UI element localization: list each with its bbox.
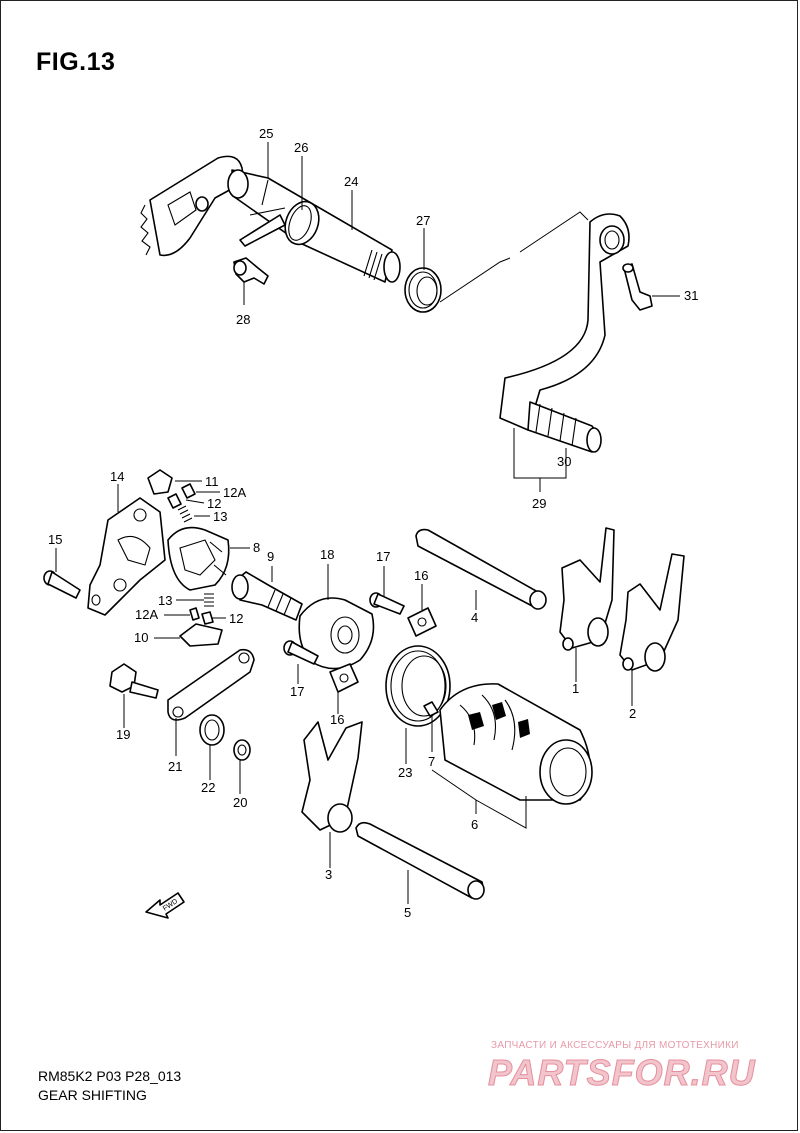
part-12a-pin-lower — [189, 607, 200, 621]
callout-23: 23 — [398, 765, 412, 780]
callout-31: 31 — [684, 288, 698, 303]
part-19-bolt — [109, 663, 159, 699]
part-17-screw-low — [283, 640, 319, 665]
callout-25: 25 — [259, 126, 273, 141]
watermark-caption: ЗАПЧАСТИ И АКСЕССУАРЫ ДЛЯ МОТОТЕХНИКИ — [491, 1040, 739, 1051]
part-8-shift-cam — [167, 526, 230, 591]
part-6-cam-drum — [439, 683, 593, 805]
callout-20: 20 — [233, 795, 247, 810]
callout-29: 29 — [532, 496, 546, 511]
part-30-lever-rubber — [527, 401, 602, 453]
callout-26: 26 — [294, 140, 308, 155]
callout-16-top: 16 — [414, 568, 428, 583]
part-16-washer-low — [329, 663, 359, 693]
callout-12-top: 12 — [207, 496, 221, 511]
callout-6: 6 — [471, 817, 478, 832]
callout-12-low: 12 — [229, 611, 243, 626]
callout-22: 22 — [201, 780, 215, 795]
part-12-pin-lower — [201, 611, 214, 625]
part-7-pin — [423, 701, 439, 717]
leader-lines — [55, 142, 680, 904]
model-code: RM85K2 P03 P28_013 — [38, 1068, 182, 1084]
part-3-shift-fork — [301, 721, 363, 833]
callout-12a-low: 12A — [135, 607, 158, 622]
callout-18: 18 — [320, 547, 334, 562]
part-16-washer-top — [407, 607, 437, 637]
part-28-stopper-bolt — [233, 257, 269, 285]
part-4-fork-shaft — [415, 528, 547, 610]
figure-title: FIG.13 — [36, 48, 116, 76]
part-25-shift-shaft-arm — [140, 155, 245, 257]
callout-14: 14 — [110, 469, 124, 484]
callout-5: 5 — [404, 905, 411, 920]
part-21-shift-arm — [167, 648, 255, 721]
callout-13-top: 13 — [213, 509, 227, 524]
part-11-cam-pawl — [147, 469, 173, 495]
callout-15: 15 — [48, 532, 62, 547]
part-20-washer — [233, 739, 251, 761]
callout-12a-top: 12A — [223, 485, 246, 500]
part-5-fork-shaft — [355, 821, 485, 900]
callout-11: 11 — [205, 474, 219, 489]
part-10-cam-pawl-lower — [179, 623, 223, 647]
part-1-shift-fork — [559, 527, 615, 651]
part-2-shift-fork — [619, 553, 685, 672]
callout-9: 9 — [267, 549, 274, 564]
callout-1: 1 — [572, 681, 579, 696]
part-31-lever-bolt — [622, 263, 653, 311]
callout-7: 7 — [428, 754, 435, 769]
callout-19: 19 — [116, 727, 130, 742]
section-name: GEAR SHIFTING — [38, 1087, 147, 1103]
part-22-circlip — [199, 714, 225, 746]
callout-3: 3 — [325, 867, 332, 882]
callout-4: 4 — [471, 610, 478, 625]
callout-28: 28 — [236, 312, 250, 327]
part-12-pin-upper — [181, 483, 196, 499]
fwd-arrow-icon — [145, 892, 185, 919]
part-13-spring-lower — [204, 593, 214, 607]
part-14-stopper-plate — [87, 497, 166, 616]
callout-10: 10 — [134, 630, 148, 645]
part-15-plate-screw — [43, 570, 81, 599]
watermark-logo: PARTSFOR.RU — [488, 1052, 756, 1094]
callout-17-low: 17 — [290, 684, 304, 699]
callout-2: 2 — [629, 706, 636, 721]
callout-30: 30 — [557, 454, 571, 469]
part-9-guide-bolt — [231, 571, 303, 621]
callout-8: 8 — [253, 540, 260, 555]
part-17-screw-top — [369, 592, 405, 615]
callout-27: 27 — [416, 213, 430, 228]
part-26-return-spring — [239, 200, 320, 247]
callout-21: 21 — [168, 759, 182, 774]
callout-labels: 25 26 24 27 28 31 30 29 14 11 12A 12 13 … — [48, 126, 698, 920]
callout-13-low: 13 — [158, 593, 172, 608]
callout-17-top: 17 — [376, 549, 390, 564]
part-12a-pin-upper — [167, 493, 182, 509]
callout-24: 24 — [344, 174, 358, 189]
part-13-spring-upper — [177, 505, 193, 523]
part-29-gearshift-lever — [499, 213, 630, 431]
callout-16-low: 16 — [330, 712, 344, 727]
part-27-oil-seal — [404, 267, 442, 313]
